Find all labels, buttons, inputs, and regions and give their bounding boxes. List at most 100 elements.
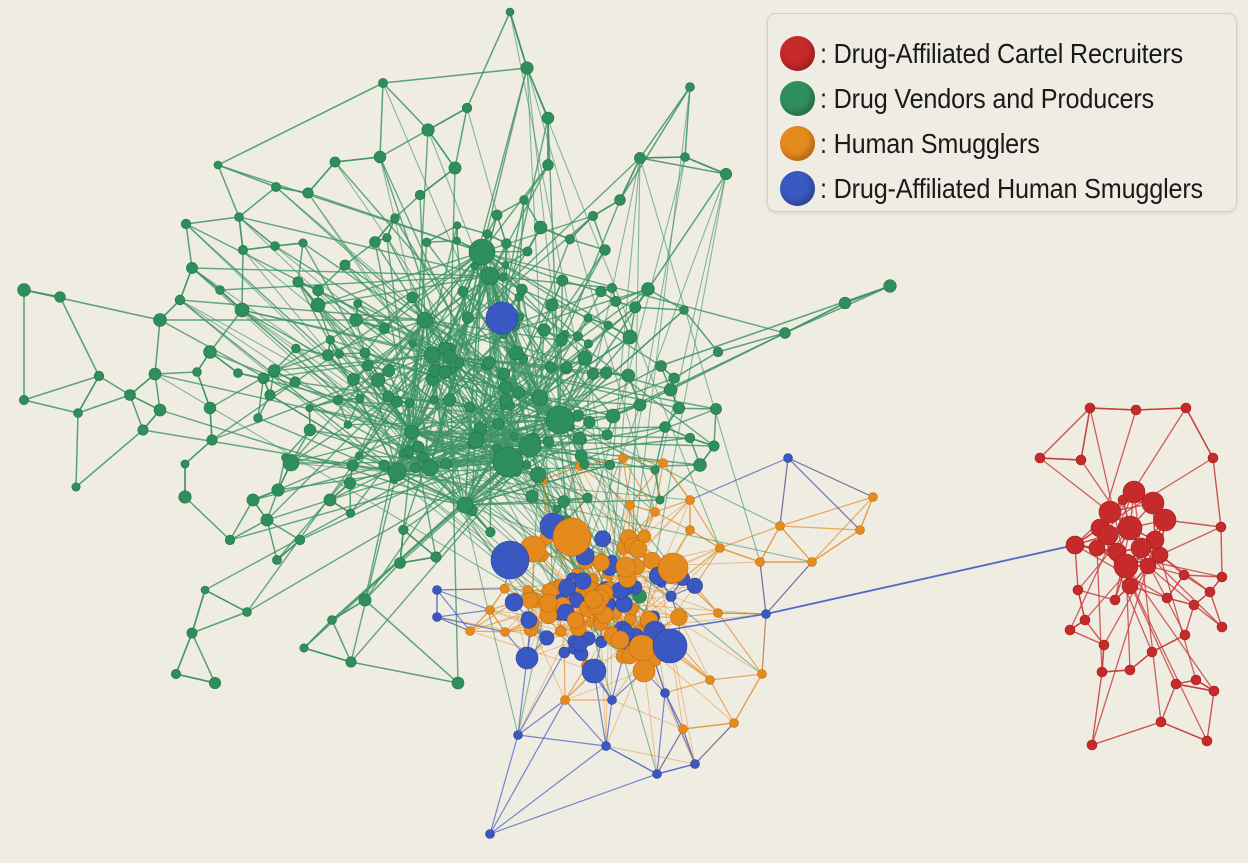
orange-node xyxy=(705,675,715,685)
blue-node xyxy=(601,741,611,751)
graph-edge xyxy=(456,224,488,235)
graph-edge xyxy=(191,589,206,634)
graph-edge xyxy=(349,431,413,514)
green-node xyxy=(655,360,667,372)
green-node xyxy=(404,398,415,409)
green-node xyxy=(282,454,300,472)
blue-node xyxy=(652,769,662,779)
graph-edge xyxy=(396,471,813,563)
green-node xyxy=(238,245,249,256)
orange-node xyxy=(465,626,475,636)
blue-node xyxy=(572,636,589,652)
green-node xyxy=(370,372,386,388)
red-node xyxy=(1121,577,1139,595)
graph-edge xyxy=(436,616,471,632)
graph-edge xyxy=(678,407,717,410)
green-node xyxy=(422,237,432,248)
graph-edge xyxy=(1103,565,1149,646)
graph-edge xyxy=(787,457,861,531)
graph-edge xyxy=(449,251,483,401)
orange-node xyxy=(715,543,725,553)
blue-node xyxy=(607,695,617,705)
orange-node xyxy=(678,724,688,734)
green-node xyxy=(485,526,496,538)
graph-edge xyxy=(196,371,211,409)
green-node xyxy=(663,383,678,397)
red-node xyxy=(1179,629,1191,641)
green-node xyxy=(171,668,182,679)
green-node xyxy=(614,194,626,206)
graph-edge xyxy=(159,409,466,506)
red-node xyxy=(1216,571,1228,583)
graph-edge xyxy=(654,499,691,513)
green-node xyxy=(572,431,586,445)
graph-edge xyxy=(77,394,131,414)
graph-edge xyxy=(622,457,664,464)
red-node xyxy=(1207,452,1219,464)
graph-edge xyxy=(191,611,248,634)
green-node xyxy=(633,398,647,412)
green-node xyxy=(582,492,593,504)
green-node xyxy=(468,238,496,266)
green-node xyxy=(153,313,167,327)
graph-edge xyxy=(489,745,607,835)
graph-edge xyxy=(209,251,483,409)
graph-edge xyxy=(1039,407,1091,459)
green-node xyxy=(453,221,462,230)
graph-edge xyxy=(204,467,431,591)
blue-node xyxy=(485,829,495,839)
graph-edge xyxy=(344,241,376,266)
green-node xyxy=(390,396,403,408)
legend-item-cartel-recruiters: : Drug-Affiliated Cartel Recruiters xyxy=(780,31,1236,76)
graph-edge xyxy=(179,299,654,618)
graph-edge xyxy=(347,398,361,426)
graph-edge xyxy=(129,394,144,431)
green-node xyxy=(421,123,435,137)
green-node xyxy=(343,420,353,429)
green-node xyxy=(234,302,250,318)
graph-edge xyxy=(1209,591,1223,628)
orange-node xyxy=(499,583,510,594)
graph-edge xyxy=(684,86,691,158)
graph-edge xyxy=(656,692,666,775)
graph-edge xyxy=(1185,407,1214,459)
graph-edge xyxy=(611,656,624,701)
graph-edge xyxy=(1206,690,1215,742)
green-node xyxy=(557,495,570,508)
graph-edge xyxy=(765,544,1076,615)
graph-edge xyxy=(563,652,566,701)
orange-node xyxy=(807,557,817,567)
graph-edge xyxy=(211,354,433,441)
red-node xyxy=(1139,557,1157,575)
graph-edge xyxy=(489,275,715,447)
graph-edge xyxy=(509,11,528,69)
green-node xyxy=(369,236,381,248)
red-node xyxy=(1180,402,1192,414)
graph-edge xyxy=(654,613,767,633)
blue-node xyxy=(490,540,530,580)
graph-edge xyxy=(517,699,566,736)
green-node xyxy=(629,301,642,314)
green-node xyxy=(529,466,547,484)
green-node xyxy=(271,182,281,192)
green-node xyxy=(213,160,223,170)
graph-edge xyxy=(811,529,861,563)
graph-edge xyxy=(331,461,509,621)
graph-edge xyxy=(659,464,701,501)
graph-edge xyxy=(689,499,721,549)
blue-node xyxy=(665,590,677,602)
green-node xyxy=(583,339,593,349)
orange-node xyxy=(658,458,668,468)
graph-edge xyxy=(185,223,193,269)
green-node xyxy=(398,524,409,535)
graph-edge xyxy=(1091,565,1149,746)
green-node xyxy=(253,413,263,423)
graph-edge xyxy=(539,336,631,399)
graph-edge xyxy=(639,156,686,159)
graph-edge xyxy=(662,462,691,501)
green-node xyxy=(555,334,568,347)
graph-edge xyxy=(1160,683,1177,723)
green-node xyxy=(525,489,539,503)
graph-edge xyxy=(229,499,254,541)
graph-edge xyxy=(331,619,352,663)
